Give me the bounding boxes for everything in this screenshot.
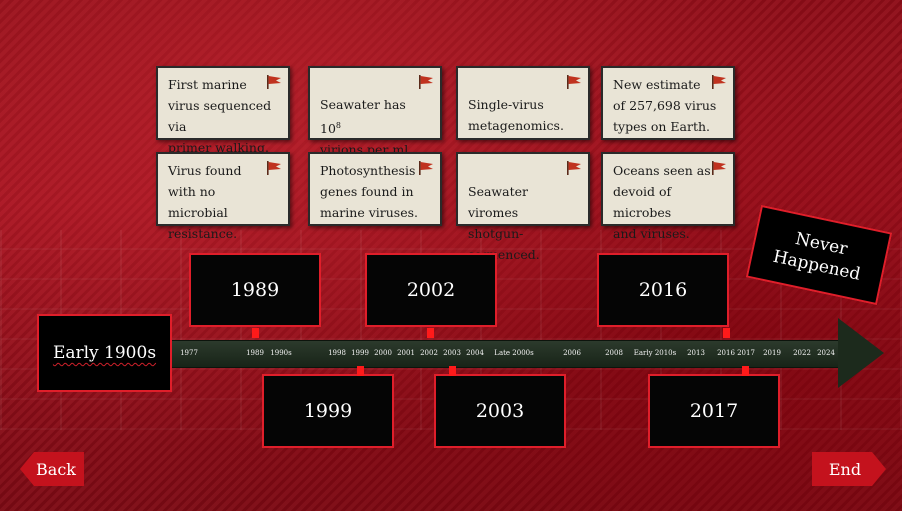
timeline-label: Early 2010s: [633, 349, 677, 357]
timeline-label: 2013: [687, 349, 705, 357]
flag-icon: [567, 75, 581, 89]
year-slot-2017[interactable]: 2017: [648, 374, 780, 448]
timeline-label: 1977: [180, 349, 198, 357]
start-label: Early 1900s: [52, 343, 157, 363]
year-slot-2003[interactable]: 2003: [434, 374, 566, 448]
year-slot-2002[interactable]: 2002: [365, 253, 497, 327]
connector-2016: [723, 328, 730, 338]
flag-icon: [712, 75, 726, 89]
event-card-virion-count[interactable]: Seawater has 108 virions per ml.: [308, 66, 442, 157]
card-text: First marine virus sequenced via primer …: [168, 77, 272, 155]
flag-icon: [567, 161, 581, 175]
flag-icon: [419, 75, 433, 89]
timeline-label: 2008: [605, 349, 623, 357]
flag-icon: [267, 75, 281, 89]
timeline-label: 2017: [737, 349, 755, 357]
timeline-label: 2000: [374, 349, 392, 357]
connector-1989: [252, 328, 259, 338]
connector-2003: [449, 366, 456, 376]
card-text: Seawater viromes shotgun-sequenced.: [468, 184, 540, 262]
timeline-label: 1989: [246, 349, 264, 357]
timeline-label: 2016: [717, 349, 735, 357]
timeline-start-early-1900s: Early 1900s: [37, 314, 172, 392]
event-card-primer-walking[interactable]: First marine virus sequenced via primer …: [156, 66, 290, 155]
timeline-label: 1998: [328, 349, 346, 357]
timeline-label: 1999: [351, 349, 369, 357]
end-button[interactable]: End: [812, 452, 886, 486]
card-text: Oceans seen as devoid of microbes and vi…: [613, 163, 711, 241]
timeline-label: 2024: [817, 349, 835, 357]
timeline-label: 2001: [397, 349, 415, 357]
timeline-label: 2006: [563, 349, 581, 357]
card-text: Virus found with no microbial resistance…: [168, 163, 242, 241]
timeline-label: 2019: [763, 349, 781, 357]
event-card-virus-types-estimate[interactable]: New estimate of 257,698 virus types on E…: [601, 66, 735, 140]
connector-2017: [742, 366, 749, 376]
timeline-arrowhead: [838, 318, 884, 388]
year-slot-1989[interactable]: 1989: [189, 253, 321, 327]
connector-1999: [357, 366, 364, 376]
timeline-label: 2003: [443, 349, 461, 357]
event-card-no-resistance[interactable]: Virus found with no microbial resistance…: [156, 152, 290, 241]
flag-icon: [267, 161, 281, 175]
card-text: Photosynthesis genes found in marine vir…: [320, 163, 418, 220]
flag-icon: [419, 161, 433, 175]
timeline-label: 2004: [466, 349, 484, 357]
timeline-label: 2022: [793, 349, 811, 357]
year-slot-1999[interactable]: 1999: [262, 374, 394, 448]
back-button[interactable]: Back: [20, 452, 84, 486]
card-text: New estimate of 257,698 virus types on E…: [613, 77, 717, 134]
event-card-oceans-devoid[interactable]: Oceans seen as devoid of microbes and vi…: [601, 152, 735, 241]
timeline-label: 1990s: [270, 349, 292, 357]
timeline-bar: [170, 340, 842, 368]
event-card-photosynthesis-genes[interactable]: Photosynthesis genes found in marine vir…: [308, 152, 442, 226]
timeline-label: 2002: [420, 349, 438, 357]
timeline-label: Late 2000s: [494, 349, 534, 357]
card-text: Seawater has 108 virions per ml.: [320, 97, 413, 158]
card-text: Single-virus metagenomics.: [468, 97, 564, 133]
year-slot-2016[interactable]: 2016: [597, 253, 729, 327]
connector-2002: [427, 328, 434, 338]
never-happened-slot[interactable]: Never Happened: [745, 204, 893, 306]
event-card-shotgun-sequenced[interactable]: Seawater viromes shotgun-sequenced.: [456, 152, 590, 262]
flag-icon: [712, 161, 726, 175]
event-card-single-virus[interactable]: Single-virus metagenomics.: [456, 66, 590, 140]
